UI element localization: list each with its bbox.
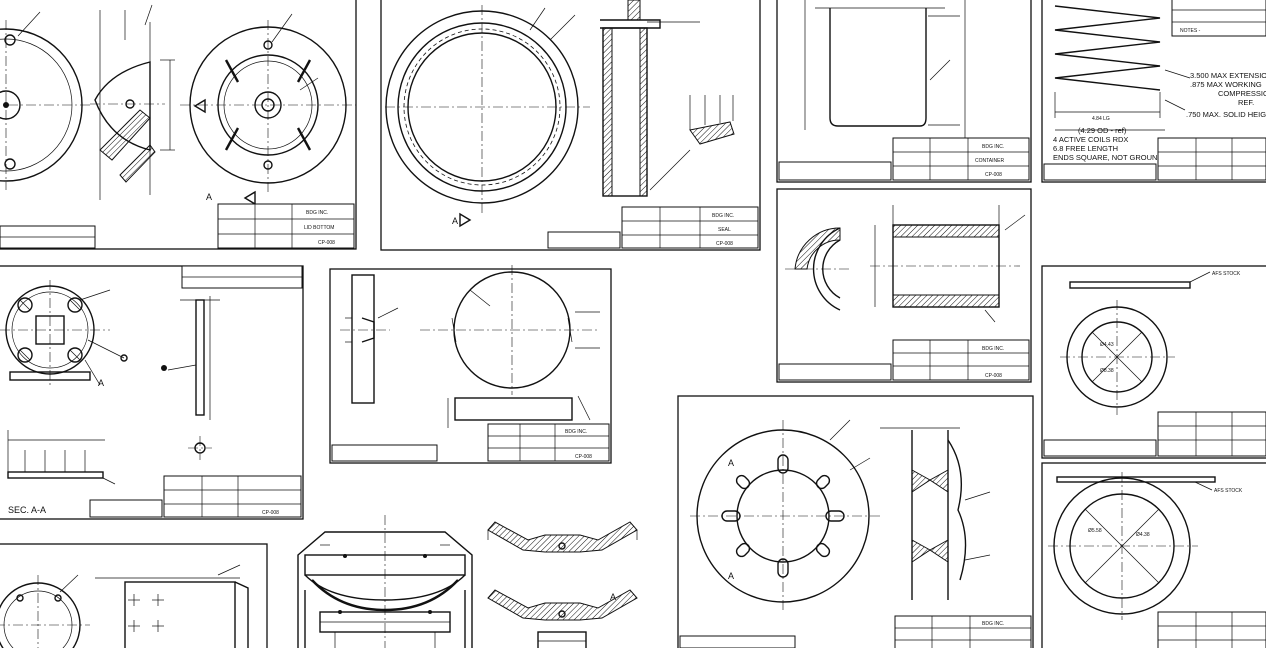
- sheet-plate-left: SEC. A-A A CP-008: [0, 265, 304, 520]
- sheet-ring-bottom: A A BDG INC.: [677, 395, 1034, 648]
- lid-section-mark: A: [206, 192, 212, 202]
- sheet-lid-bottom: BDG INC. LID BOTTOM CP-008 A: [0, 0, 357, 250]
- container-title: CONTAINER: [975, 158, 1004, 164]
- plate-section-label: SEC. A-A: [8, 505, 46, 515]
- spring-spec-ends: ENDS SQUARE, NOT GROUND: [1053, 153, 1163, 162]
- disc-center-title-block: BDG INC. CP-008: [331, 423, 610, 462]
- container-dwg-no: CP-008: [985, 172, 1002, 178]
- ring-slots: [721, 454, 845, 578]
- seal-front-view: [385, 5, 590, 228]
- sheet-disc-center: BDG INC. CP-008: [329, 265, 612, 464]
- lid-top-view: [180, 13, 356, 206]
- sheet-container: BDG INC. CONTAINER CP-008: [776, 0, 1032, 183]
- disc-right-bottom-title-block: [1157, 611, 1266, 648]
- plate-side-view: [161, 296, 220, 460]
- sheet-sleeve: BDG INC. CP-008: [776, 188, 1032, 383]
- spring-callout-compression: COMPRESSION: [1218, 89, 1266, 98]
- ring-section-mark-bottom: A: [728, 571, 734, 581]
- sleeve-company: BDG INC.: [982, 346, 1004, 352]
- ring-section-mark-top: A: [728, 458, 734, 468]
- spring-notes: NOTES -: [1180, 28, 1201, 34]
- spring-callout-working: .875 MAX WORKING: [1190, 80, 1262, 89]
- ring-section-view: [880, 427, 991, 600]
- spring-callout-ref: REF.: [1238, 98, 1254, 107]
- spring-spec-free-length: 6.8 FREE LENGTH: [1053, 144, 1118, 153]
- bracket-sections: A: [487, 521, 638, 648]
- disc-right-top-title-block: [1043, 411, 1266, 457]
- plate-section-mark: A: [98, 378, 104, 388]
- sheet-bottom-left: [0, 543, 268, 648]
- disc-right-top-dim-1: Ø4.43: [1100, 342, 1114, 348]
- spring-title-block: [1043, 137, 1266, 181]
- sheet-disc-right-top: AFS STOCK Ø4.43 Ø8.38: [1041, 265, 1266, 459]
- assembly-drawing: [297, 515, 473, 648]
- seal-company: BDG INC.: [712, 213, 734, 219]
- ring-title-block: BDG INC.: [679, 615, 1032, 648]
- sleeve-dwg-no: CP-008: [985, 373, 1002, 379]
- spring-dim-length: 4.84 LG: [1092, 116, 1110, 122]
- disc-right-bottom-dim-2: Ø4.38: [1136, 532, 1150, 538]
- sheet-disc-right-bottom: AFS STOCK Ø5.58 Ø4.38: [1041, 462, 1266, 648]
- disc-center-dwg-no: CP-008: [575, 454, 592, 460]
- plate-section-view: SEC. A-A A: [7, 378, 116, 515]
- seal-section-view: [600, 0, 735, 197]
- bracket-section-mark: A: [610, 592, 616, 602]
- plate-title-block: CP-008: [89, 475, 302, 518]
- seal-title-block: BDG INC. SEAL CP-008 A: [452, 206, 759, 249]
- disc-right-bottom-stock: AFS STOCK: [1214, 488, 1243, 494]
- disc-right-top-dim-2: Ø8.38: [1100, 368, 1114, 374]
- lid-bottom-title: LID BOTTOM: [304, 225, 334, 231]
- seal-section-mark: A: [452, 216, 458, 226]
- spring-spec-coils: 4 ACTIVE COILS RDX: [1053, 135, 1128, 144]
- lid-bottom-company: BDG INC.: [306, 210, 328, 216]
- lid-front-view: [0, 11, 90, 190]
- container-title-block: BDG INC. CONTAINER CP-008: [778, 137, 1030, 181]
- seal-dwg-no: CP-008: [716, 241, 733, 247]
- disc-right-bottom-dim-1: Ø5.58: [1088, 528, 1102, 534]
- sleeve-title-block: BDG INC. CP-008: [778, 339, 1030, 381]
- disc-center-company: BDG INC.: [565, 429, 587, 435]
- container-company: BDG INC.: [982, 144, 1004, 150]
- lid-bottom-title-block: BDG INC. LID BOTTOM CP-008 A: [0, 192, 355, 249]
- lid-bottom-dwg-no: CP-008: [318, 240, 335, 246]
- spring-dim-od: (4.29 OD - ref): [1078, 126, 1127, 135]
- sheet-spring: NOTES - 3.500 MAX EXTENSION .875 MAX WOR…: [1041, 0, 1266, 183]
- disc-right-top-stock: AFS STOCK: [1212, 271, 1241, 277]
- plate-hub-view: [0, 280, 128, 386]
- lid-section-view: [90, 4, 175, 200]
- sheet-seal: BDG INC. SEAL CP-008 A: [380, 0, 761, 251]
- spring-callout-solid-height: .750 MAX. SOLID HEIGHT: [1186, 110, 1266, 119]
- ring-company: BDG INC.: [982, 621, 1004, 627]
- seal-title: SEAL: [718, 227, 731, 233]
- plate-dwg-no: CP-008: [262, 510, 279, 516]
- spring-callout-extension: 3.500 MAX EXTENSION: [1190, 71, 1266, 80]
